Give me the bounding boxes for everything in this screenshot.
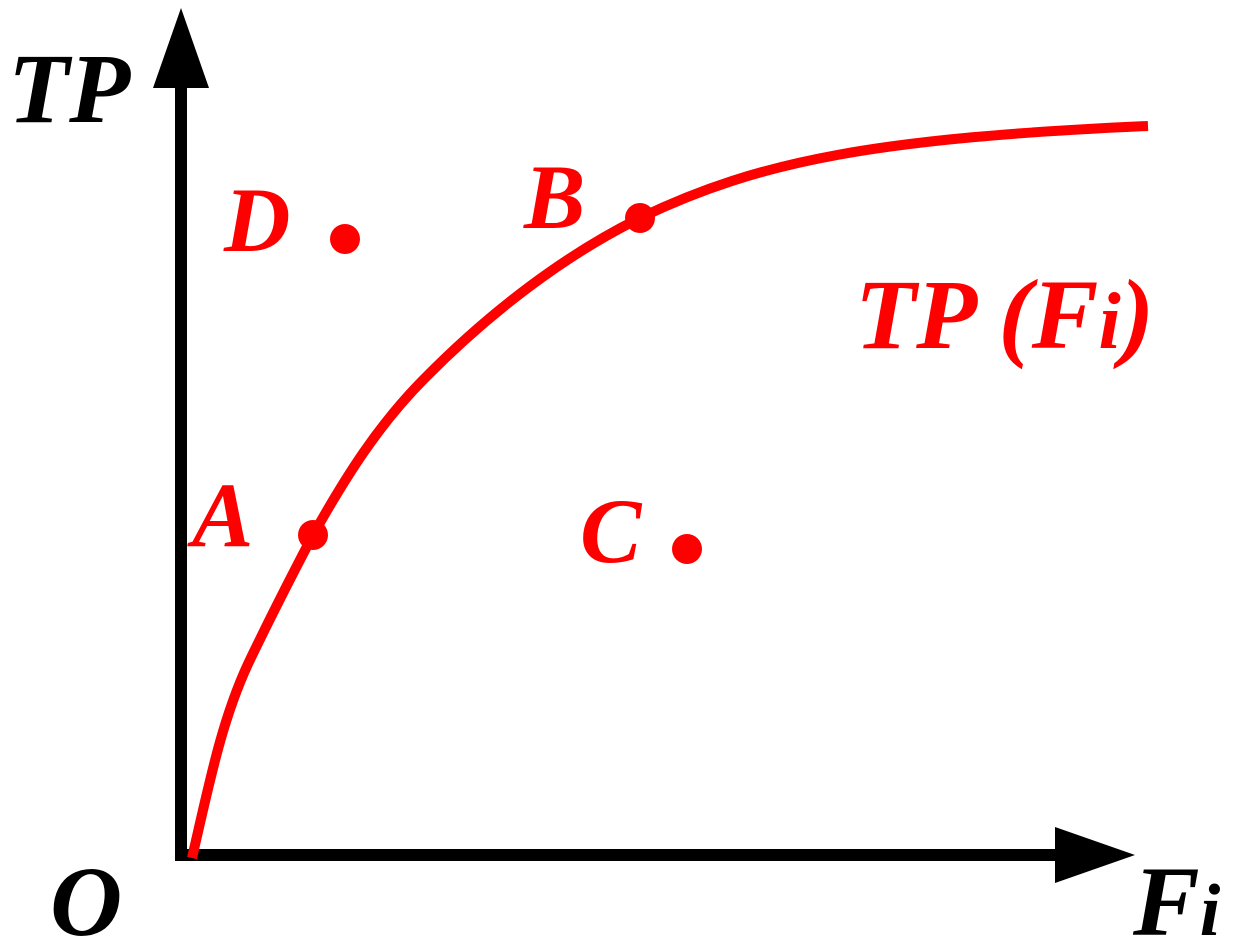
point-d-label: D — [223, 169, 290, 271]
origin-label: O — [50, 846, 122, 940]
y-axis-arrowhead — [153, 8, 209, 88]
point-d-marker — [330, 224, 360, 254]
x-axis-label-subscript: i — [1200, 870, 1221, 940]
curve-label-main: TP (F — [855, 259, 1098, 370]
x-axis-label: Fi — [1132, 846, 1221, 940]
x-axis-arrowhead — [1055, 827, 1135, 883]
point-a-label: A — [187, 464, 253, 566]
curve-label: TP (Fi) — [855, 259, 1154, 370]
y-axis-label: TP — [8, 33, 131, 144]
point-b-label: B — [523, 146, 585, 248]
tp-curve — [187, 121, 1149, 860]
x-axis-label-main: F — [1132, 846, 1200, 940]
point-b-marker — [625, 203, 655, 233]
curve-label-subscript: i — [1098, 278, 1120, 366]
point-c-label: C — [580, 480, 643, 582]
point-a-marker — [298, 520, 328, 550]
point-c-marker — [672, 534, 702, 564]
